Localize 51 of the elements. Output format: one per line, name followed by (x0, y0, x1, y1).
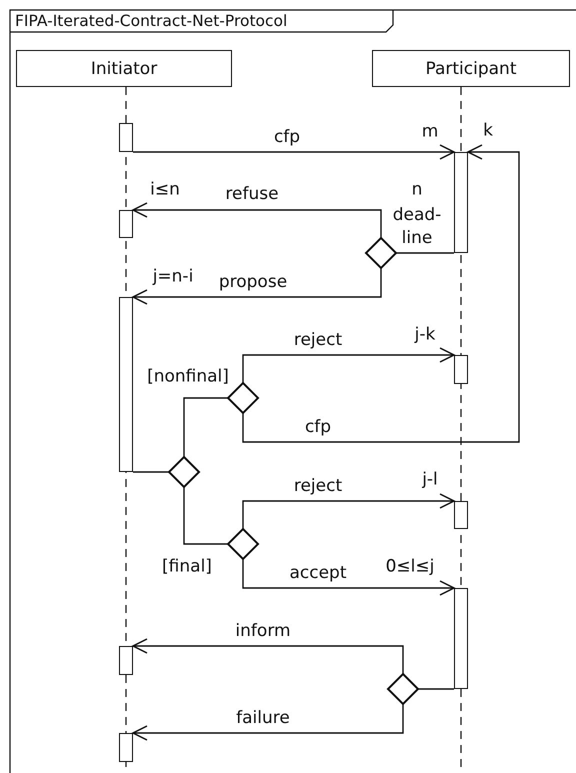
message-arrow (242, 559, 455, 596)
guard-label: [nonfinal] (147, 366, 229, 388)
multiplicity-label: k (483, 120, 493, 142)
lifeline-box: Initiator (16, 50, 232, 87)
deadline-label: n (412, 178, 422, 202)
decision-diamond (228, 529, 258, 559)
message-arrow (132, 704, 404, 741)
message-arrow (133, 144, 455, 160)
decision-diamond (169, 457, 199, 487)
multiplicity-label: 0≤l≤j (386, 556, 434, 578)
message-label: propose (218, 272, 288, 292)
connector-line (133, 471, 169, 473)
activation-bar (119, 646, 133, 675)
decision-diamond (228, 383, 258, 413)
activation-bar (119, 297, 133, 472)
message-label: cfp (274, 127, 300, 147)
message-label: failure (236, 708, 290, 728)
connector-line (418, 688, 454, 690)
activation-bar (119, 123, 133, 152)
lifeline-box: Participant (372, 50, 570, 87)
multiplicity-label: j-k (414, 324, 436, 346)
message-label: reject (294, 330, 342, 350)
activation-bar (454, 501, 468, 529)
message-arrow (132, 268, 382, 305)
decision-diamond (388, 674, 418, 704)
message-label: reject (294, 476, 342, 496)
decision-diamond (366, 238, 396, 268)
multiplicity-label: i≤n (150, 178, 180, 202)
diagram-title: FIPA-Iterated-Contract-Net-Protocol (15, 11, 288, 31)
activation-bar (454, 152, 468, 253)
activation-bar (454, 588, 468, 689)
guard-label: [final] (162, 556, 212, 578)
multiplicity-label: j=n-i (152, 266, 194, 288)
deadline-label: dead-line (392, 204, 442, 250)
multiplicity-label: m (422, 120, 438, 144)
connector-line (183, 487, 228, 545)
message-label: cfp (304, 417, 332, 437)
multiplicity-label: j-l (422, 468, 438, 492)
message-arrow (132, 202, 382, 238)
activation-bar (119, 210, 133, 238)
message-label: inform (235, 621, 291, 641)
message-arrow (242, 144, 520, 443)
connector-line (396, 252, 454, 254)
message-arrow (242, 347, 455, 383)
connector-line (183, 397, 228, 457)
activation-bar (119, 733, 133, 762)
message-arrow (132, 638, 404, 674)
activation-bar (454, 355, 468, 384)
message-arrow (242, 493, 455, 529)
message-label: refuse (225, 184, 279, 204)
message-label: accept (289, 563, 347, 583)
